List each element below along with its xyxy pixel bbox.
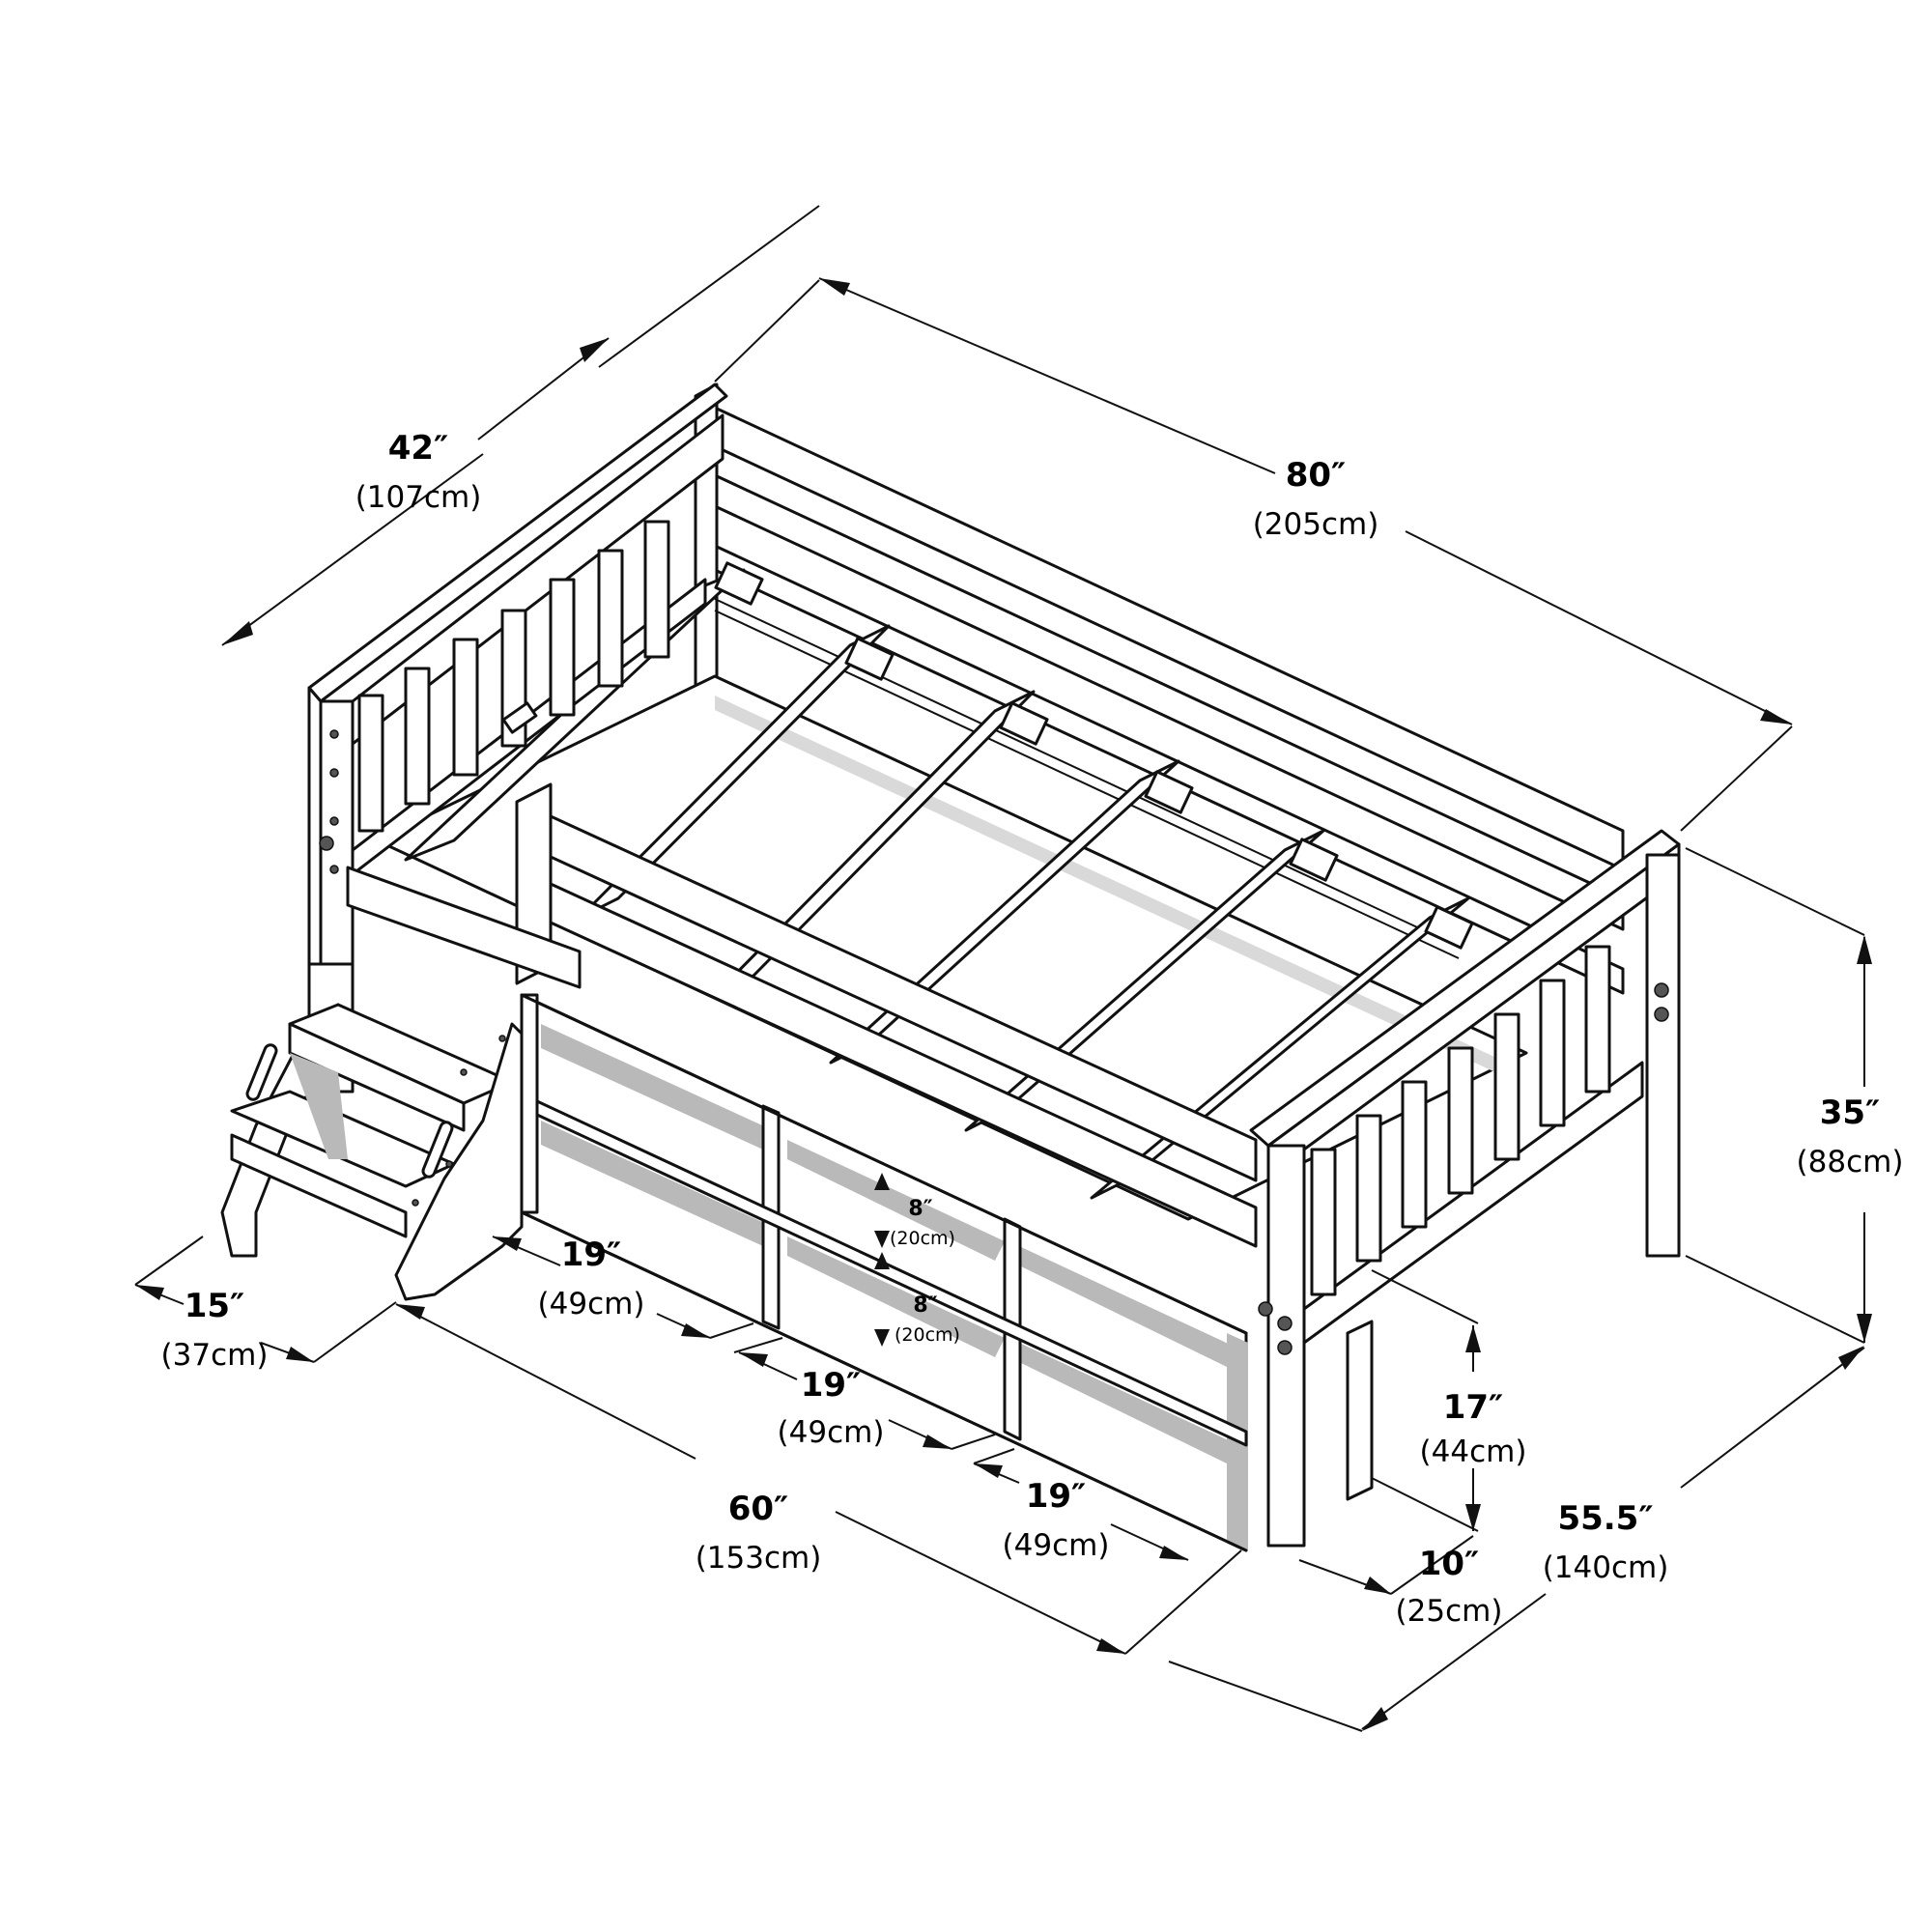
cubby-height-lower-cm: (20cm)	[895, 1324, 960, 1346]
step-stairs	[220, 1003, 524, 1301]
clearance-inches: 17″	[1443, 1388, 1504, 1427]
label-stair-depth: 15″ (37cm)	[161, 1287, 269, 1373]
label-bed-length: 80″ (205cm)	[1253, 456, 1379, 542]
cubby-width-2-inches: 19″	[801, 1366, 862, 1405]
cubby-height-upper-inches: 8″	[908, 1197, 932, 1221]
label-cubby-width-3: 19″ (49cm)	[1003, 1477, 1110, 1563]
dimension-labels: 42″ (107cm) 80″ (205cm) 35″ (88cm) 55.5″…	[161, 429, 1904, 1629]
dimension-lines	[134, 205, 1872, 1732]
cubby-width-1-cm: (49cm)	[538, 1287, 645, 1321]
label-storage-depth: 10″ (25cm)	[1396, 1545, 1503, 1629]
cubby-height-upper-cm: (20cm)	[890, 1228, 955, 1249]
storage-depth-inches: 10″	[1419, 1545, 1480, 1583]
storage-cubbies	[520, 993, 1248, 1552]
stair-side-panel	[394, 1022, 524, 1301]
label-cubby-width-1: 19″ (49cm)	[538, 1236, 645, 1321]
bed-illustration	[220, 383, 1681, 1552]
clearance-cm: (44cm)	[1420, 1435, 1527, 1469]
cubby-width-2-cm: (49cm)	[778, 1415, 885, 1450]
cubby-width-3-cm: (49cm)	[1003, 1528, 1110, 1563]
label-cubby-height-lower: 8″ (20cm)	[895, 1293, 960, 1346]
bed-height-inches: 35″	[1820, 1094, 1881, 1132]
label-bed-height: 35″ (88cm)	[1797, 1094, 1904, 1179]
headboard	[307, 383, 728, 1065]
headboard-width-inches: 42″	[388, 429, 449, 468]
label-cubby-width-2: 19″ (49cm)	[778, 1366, 885, 1450]
cubby-width-1-inches: 19″	[561, 1236, 622, 1274]
label-cubby-height-upper: 8″ (20cm)	[890, 1197, 955, 1249]
overall-width-inches: 55.5″	[1557, 1499, 1653, 1538]
stair-depth-inches: 15″	[185, 1287, 245, 1325]
back-right-leg	[1346, 1320, 1374, 1501]
storage-length-inches: 60″	[728, 1490, 789, 1528]
footboard	[1249, 829, 1681, 1548]
front-guard-rail	[346, 782, 1258, 1248]
storage-length-cm: (153cm)	[696, 1541, 822, 1576]
bed-length-cm: (205cm)	[1253, 507, 1379, 542]
headboard-width-cm: (107cm)	[355, 480, 482, 515]
bed-length-inches: 80″	[1286, 456, 1347, 495]
stair-depth-cm: (37cm)	[161, 1338, 269, 1373]
bed-height-cm: (88cm)	[1797, 1145, 1904, 1179]
overall-width-cm: (140cm)	[1543, 1550, 1669, 1585]
cubby-height-lower-inches: 8″	[913, 1293, 937, 1318]
label-overall-width: 55.5″ (140cm)	[1543, 1499, 1669, 1585]
storage-depth-cm: (25cm)	[1396, 1594, 1503, 1629]
label-storage-length: 60″ (153cm)	[696, 1490, 822, 1576]
footboard-spindles	[1310, 945, 1611, 1296]
label-headboard-width: 42″ (107cm)	[355, 429, 482, 515]
label-under-bed-clearance: 17″ (44cm)	[1420, 1388, 1527, 1469]
cubby-width-3-inches: 19″	[1026, 1477, 1087, 1516]
